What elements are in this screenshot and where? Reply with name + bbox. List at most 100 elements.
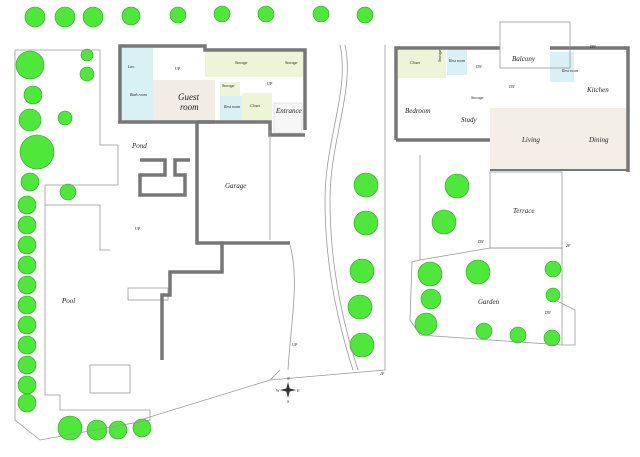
label-garage: Garage (225, 182, 246, 190)
svg-text:W: W (276, 388, 280, 393)
tree-icon (431, 209, 457, 235)
tree-icon (353, 210, 379, 236)
svg-text:DN: DN (477, 239, 484, 244)
tree-icon (17, 275, 37, 295)
label-garden: Garden (478, 298, 500, 306)
tree-icon (213, 5, 231, 23)
room-dining (572, 108, 627, 170)
label-storage: Storage (285, 60, 298, 65)
tree-icon (23, 85, 43, 105)
label-lav: Lav. (127, 64, 135, 69)
house-1f (118, 44, 307, 360)
svg-text:Storage: Storage (437, 49, 442, 62)
tree-icon (17, 355, 37, 375)
svg-text:N: N (286, 376, 290, 381)
label-entrance: Entrance (275, 107, 302, 115)
svg-text:Rest room: Rest room (448, 58, 465, 63)
site-outline-1f (14, 44, 386, 441)
tree-icon (108, 420, 128, 440)
label-bedroom: Bedroom (405, 107, 430, 115)
tree-icon (17, 295, 37, 315)
tree-icon (257, 5, 275, 23)
label-terrace: Terrace (513, 207, 535, 215)
tree-icon (356, 6, 374, 24)
tree-icon (17, 315, 37, 335)
label-study: Study (461, 116, 477, 124)
label-storage: Storage (222, 83, 235, 88)
label-balcony: Balcony (512, 55, 536, 63)
label-restroom: Rest room (223, 104, 240, 109)
tree-icon (17, 335, 37, 355)
room-entrance (273, 102, 303, 134)
label-guest-room: room (180, 102, 199, 112)
tree-icon (353, 172, 379, 198)
tree-icon (79, 66, 95, 82)
house-2f (394, 21, 630, 346)
svg-text:DN: DN (589, 44, 596, 49)
trees (15, 5, 562, 441)
svg-text:Closet: Closet (410, 60, 421, 65)
tree-icon (417, 261, 443, 287)
tree-icon (465, 259, 491, 285)
tree-icon (414, 312, 438, 336)
tree-icon (544, 260, 562, 278)
label-storage: Storage (235, 60, 248, 65)
tree-icon (82, 6, 104, 28)
tree-icon (545, 287, 561, 303)
tree-icon (57, 110, 73, 126)
tree-icon (349, 258, 375, 284)
room-storage-b (280, 52, 304, 77)
svg-text:DN: DN (475, 64, 482, 69)
tree-icon (509, 326, 527, 344)
tree-icon (444, 173, 470, 199)
tree-icon (169, 6, 187, 24)
tree-icon (17, 195, 37, 215)
label-guest: Guest (178, 92, 199, 102)
tree-icon (121, 6, 141, 26)
label-pond: Pond (131, 142, 147, 150)
tree-icon (24, 6, 46, 28)
svg-text:UP: UP (175, 66, 181, 71)
room-storage-a (205, 52, 280, 77)
room-bath (118, 80, 153, 122)
tree-icon (17, 255, 37, 275)
tree-icon (17, 375, 37, 395)
tree-icon (15, 50, 45, 80)
tree-icon (17, 393, 37, 413)
label-dining: Dining (588, 136, 609, 144)
floor-label-1f: 1F (380, 371, 385, 376)
room-guest (153, 80, 215, 122)
tree-icon (347, 294, 373, 320)
tree-icon (475, 322, 493, 340)
tree-icon (19, 134, 55, 170)
tree-icon (349, 332, 375, 358)
svg-text:Storage: Storage (471, 95, 484, 100)
room-living (490, 108, 572, 170)
svg-text:DN: DN (544, 310, 551, 315)
label-bath: Bath room (130, 92, 147, 97)
svg-text:DN: DN (508, 84, 515, 89)
tree-icon (17, 235, 37, 255)
room-closet (242, 93, 272, 120)
tree-icon (17, 215, 37, 235)
tree-icon (20, 172, 40, 192)
floor-label-2f: 2F (566, 243, 571, 248)
svg-text:E: E (296, 388, 300, 393)
compass: N S E W (276, 376, 300, 404)
label-closet: Closet (250, 103, 261, 108)
tree-icon (312, 5, 330, 23)
svg-text:S: S (287, 399, 289, 404)
svg-text:UP: UP (135, 226, 141, 231)
label-kitchen: Kitchen (586, 86, 609, 94)
svg-text:Rest room: Rest room (561, 68, 578, 73)
tree-icon (80, 48, 94, 62)
room-closet-2f (398, 50, 438, 78)
svg-text:UP: UP (292, 342, 298, 347)
tree-icon (420, 288, 442, 310)
tree-icon (57, 415, 83, 441)
room-storage-c (220, 82, 240, 96)
tree-icon (543, 329, 561, 347)
label-pool: Pool (61, 297, 75, 305)
tree-icon (59, 183, 77, 201)
